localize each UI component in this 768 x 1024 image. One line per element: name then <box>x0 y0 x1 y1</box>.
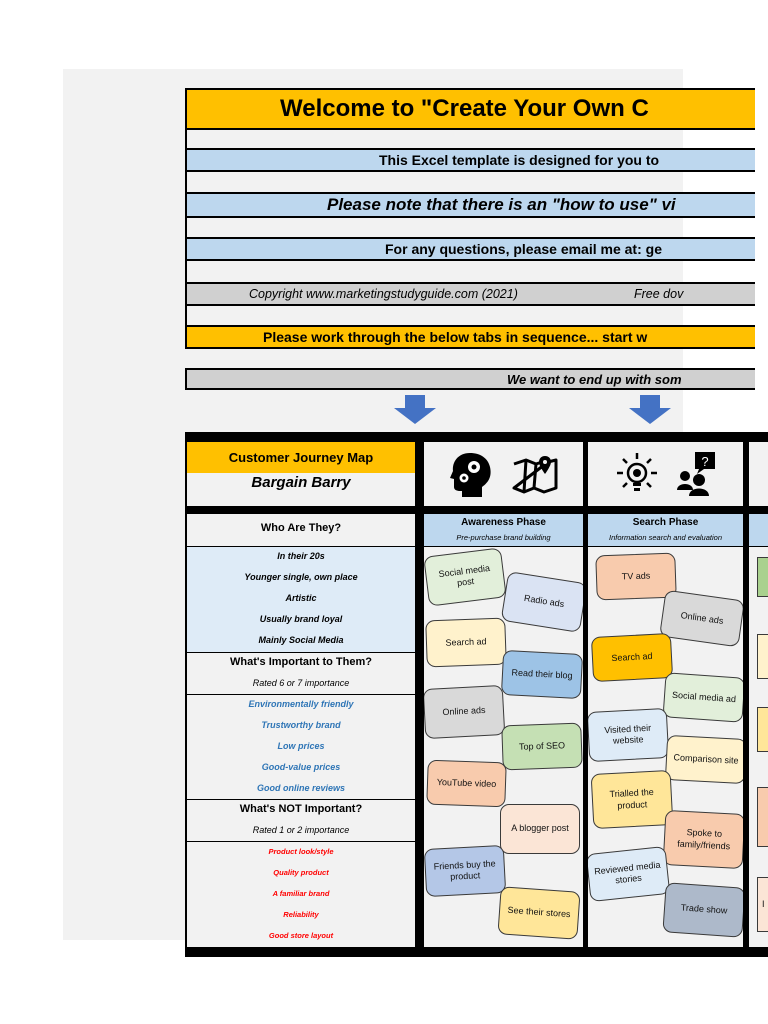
info-text-1: This Excel template is designed for you … <box>379 152 660 168</box>
important-subheading: Rated 6 or 7 importance <box>252 678 350 688</box>
not-important-heading: What's NOT Important? <box>239 803 363 815</box>
border-line <box>185 130 187 148</box>
search-phase-cards: TV ads Online ads Search ad Social media… <box>588 547 743 947</box>
important-item: Low prices <box>277 741 325 751</box>
phase-title: Awareness Phase <box>461 517 546 528</box>
touchpoint-card[interactable]: Trialled the product <box>590 769 674 830</box>
head-gears-icon <box>449 453 491 497</box>
important-item: Environmentally friendly <box>248 699 354 709</box>
touchpoint-card[interactable] <box>757 787 768 847</box>
touchpoint-card[interactable]: Social media ad <box>662 672 743 723</box>
divider <box>187 841 415 842</box>
welcome-title-bar: Welcome to "Create Your Own C <box>185 88 755 130</box>
free-download-text: Free dov <box>634 287 684 301</box>
touchpoint-card[interactable]: Search ad <box>425 617 507 668</box>
trait-item: Younger single, own place <box>244 572 358 582</box>
phase-subtitle: Pre-purchase brand building <box>456 533 551 542</box>
next-phase-cards: I <box>749 547 768 947</box>
email-contact-text: For any questions, please email me at: g… <box>385 241 662 257</box>
important-item: Good-value prices <box>261 762 341 772</box>
sequence-note-bar: Please work through the below tabs in se… <box>185 325 755 349</box>
journey-map-title: Customer Journey Map <box>187 442 415 473</box>
touchpoint-card[interactable]: Visited their website <box>588 707 670 763</box>
important-item: Trustworthy brand <box>261 720 341 730</box>
divider <box>187 799 415 800</box>
touchpoint-card[interactable]: TV ads <box>595 552 677 601</box>
who-are-they-section: In their 20s Younger single, own place A… <box>187 547 415 652</box>
end-note-bar: We want to end up with som <box>185 368 755 390</box>
divider <box>187 546 415 547</box>
copyright-text: Copyright www.marketingstudyguide.com (2… <box>249 287 518 301</box>
trait-item: Artistic <box>285 593 317 603</box>
phase-title: Search Phase <box>632 517 699 528</box>
not-important-item: Reliability <box>283 910 319 919</box>
not-important-item: Product look/style <box>268 847 334 856</box>
touchpoint-card[interactable]: Friends buy the product <box>424 844 507 898</box>
not-important-item: A familiar brand <box>272 889 330 898</box>
touchpoint-card[interactable]: Top of SEO <box>501 722 583 771</box>
divider <box>187 652 415 653</box>
border-line <box>185 218 187 237</box>
touchpoint-card[interactable]: Trade show <box>662 882 743 938</box>
trait-item: In their 20s <box>277 551 325 561</box>
search-phase-header: Search Phase Information search and eval… <box>588 514 743 547</box>
sequence-note-text: Please work through the below tabs in se… <box>263 329 648 345</box>
important-heading: What's Important to Them? <box>230 656 372 668</box>
welcome-title: Welcome to "Create Your Own C <box>280 95 649 122</box>
touchpoint-card[interactable] <box>757 557 768 597</box>
touchpoint-card[interactable]: Spoke to family/friends <box>662 809 743 870</box>
phase-subtitle: Information search and evaluation <box>609 533 722 542</box>
trait-item: Mainly Social Media <box>258 635 344 645</box>
end-note-text: We want to end up with som <box>507 371 682 387</box>
not-important-item: Good store layout <box>268 931 334 940</box>
divider <box>187 694 415 695</box>
lightbulb-gear-icon <box>616 453 657 491</box>
trait-item: Usually brand loyal <box>259 614 343 624</box>
touchpoint-card[interactable]: Reviewed media stories <box>588 845 671 903</box>
not-important-item: Quality product <box>273 868 329 877</box>
border-line <box>185 261 187 282</box>
info-bar-3[interactable]: For any questions, please email me at: g… <box>185 237 755 261</box>
not-important-subheading: Rated 1 or 2 importance <box>252 825 350 835</box>
border-line <box>185 172 187 192</box>
touchpoint-card[interactable]: Comparison site <box>664 734 743 785</box>
map-pin-icon <box>512 456 557 494</box>
customer-journey-map: Customer Journey Map Bargain Barry <box>185 432 768 957</box>
info-text-2: Please note that there is an "how to use… <box>327 195 676 214</box>
next-phase-icons <box>749 442 768 506</box>
awareness-icons <box>424 442 583 506</box>
important-item: Good online reviews <box>256 783 346 793</box>
touchpoint-card[interactable]: A blogger post <box>500 804 580 854</box>
touchpoint-card[interactable]: Read their blog <box>500 649 583 700</box>
touchpoint-card[interactable]: See their stores <box>497 886 581 940</box>
persona-name[interactable]: Bargain Barry <box>187 473 415 506</box>
who-are-they-heading: Who Are They? <box>260 522 342 534</box>
touchpoint-card[interactable]: Radio ads <box>500 571 583 633</box>
people-question-icon: ? <box>676 452 715 496</box>
persona-profile-column: Who Are They? In their 20s Younger singl… <box>187 514 415 947</box>
touchpoint-card[interactable]: Online ads <box>424 684 506 740</box>
touchpoint-card[interactable] <box>757 634 768 679</box>
info-bar-1: This Excel template is designed for you … <box>185 148 755 172</box>
svg-text:?: ? <box>701 454 708 469</box>
touchpoint-card[interactable]: YouTube video <box>426 759 507 808</box>
touchpoint-card[interactable] <box>757 707 768 752</box>
awareness-phase-cards: Social media post Radio ads Search ad Re… <box>424 547 583 947</box>
search-icons: ? <box>588 442 743 506</box>
info-bar-2: Please note that there is an "how to use… <box>185 192 755 218</box>
touchpoint-card[interactable]: Social media post <box>424 547 507 607</box>
border-line <box>185 306 187 325</box>
touchpoint-card[interactable]: Online ads <box>659 589 743 648</box>
copyright-bar: Copyright www.marketingstudyguide.com (2… <box>185 282 755 306</box>
next-phase-header <box>749 514 768 547</box>
touchpoint-card[interactable]: Search ad <box>590 632 674 683</box>
awareness-phase-header: Awareness Phase Pre-purchase brand build… <box>424 514 583 547</box>
touchpoint-card[interactable]: I <box>757 877 768 932</box>
